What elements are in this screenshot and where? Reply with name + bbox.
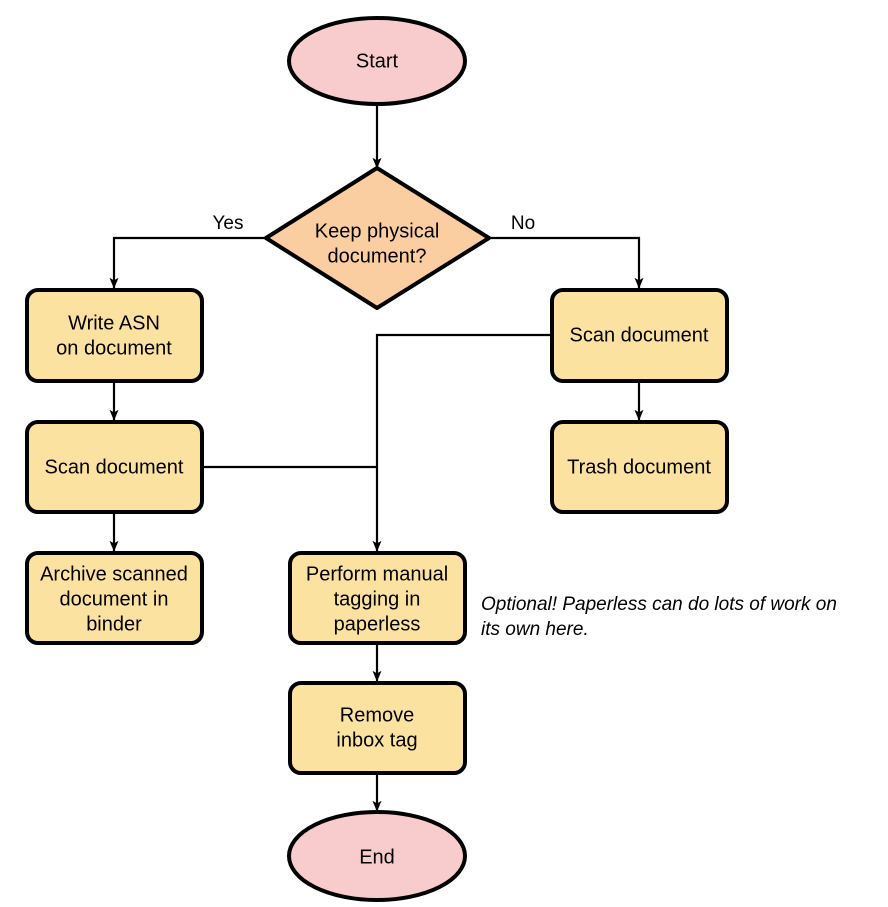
decision-diamond (264, 166, 491, 310)
edge-decision-yes-to-write-asn (109, 236, 266, 289)
remove-inbox-label-line2: inbox tag (336, 729, 417, 751)
start-ellipse (287, 16, 467, 106)
node-end[interactable]: End (287, 810, 467, 902)
decision-label-line1: Keep physical (315, 220, 440, 242)
trash-box (550, 420, 729, 514)
archive-box (25, 551, 204, 645)
node-decision-keep-physical-document[interactable]: Keep physical document? (264, 166, 491, 310)
archive-label-line1: Archive scanned (40, 563, 188, 585)
edge-label-no: No (511, 213, 535, 234)
write-asn-box (25, 288, 204, 383)
scan-right-box (550, 288, 729, 383)
annotation-line1: Optional! Paperless can do lots of work … (481, 594, 837, 615)
archive-label-line3: binder (86, 613, 142, 635)
annotation-optional-note: Optional! Paperless can do lots of work … (481, 594, 837, 640)
scan-right-label: Scan document (570, 324, 709, 346)
write-asn-label-line2: on document (56, 337, 172, 359)
decision-label-line2: document? (328, 245, 427, 267)
end-label: End (359, 846, 395, 868)
edge-decision-no-to-scan-right (489, 236, 644, 289)
start-label: Start (356, 50, 399, 72)
remove-inbox-box (288, 681, 467, 775)
scan-left-label: Scan document (45, 456, 184, 478)
archive-label-line2: document in (60, 588, 169, 610)
node-archive-scanned-document[interactable]: Archive scanned document in binder (25, 551, 204, 645)
tagging-label-line2: tagging in (334, 588, 421, 610)
node-start[interactable]: Start (287, 16, 467, 106)
end-ellipse (287, 810, 467, 902)
tagging-box (288, 551, 467, 645)
tagging-label-line1: Perform manual (306, 563, 448, 585)
scan-left-box (25, 420, 204, 514)
node-remove-inbox-tag[interactable]: Remove inbox tag (288, 681, 467, 775)
edge-label-yes: Yes (213, 213, 244, 234)
node-trash-document[interactable]: Trash document (550, 420, 729, 514)
annotation-line2: its own here. (481, 619, 589, 640)
write-asn-label-line1: Write ASN (68, 312, 160, 334)
remove-inbox-label-line1: Remove (340, 704, 414, 726)
node-scan-document-right[interactable]: Scan document (550, 288, 729, 383)
tagging-label-line3: paperless (334, 613, 421, 635)
node-scan-document-left[interactable]: Scan document (25, 420, 204, 514)
node-perform-manual-tagging[interactable]: Perform manual tagging in paperless (288, 551, 467, 645)
edge-scan-right-to-tagging (372, 333, 552, 552)
node-write-asn[interactable]: Write ASN on document (25, 288, 204, 383)
trash-label: Trash document (567, 456, 711, 478)
